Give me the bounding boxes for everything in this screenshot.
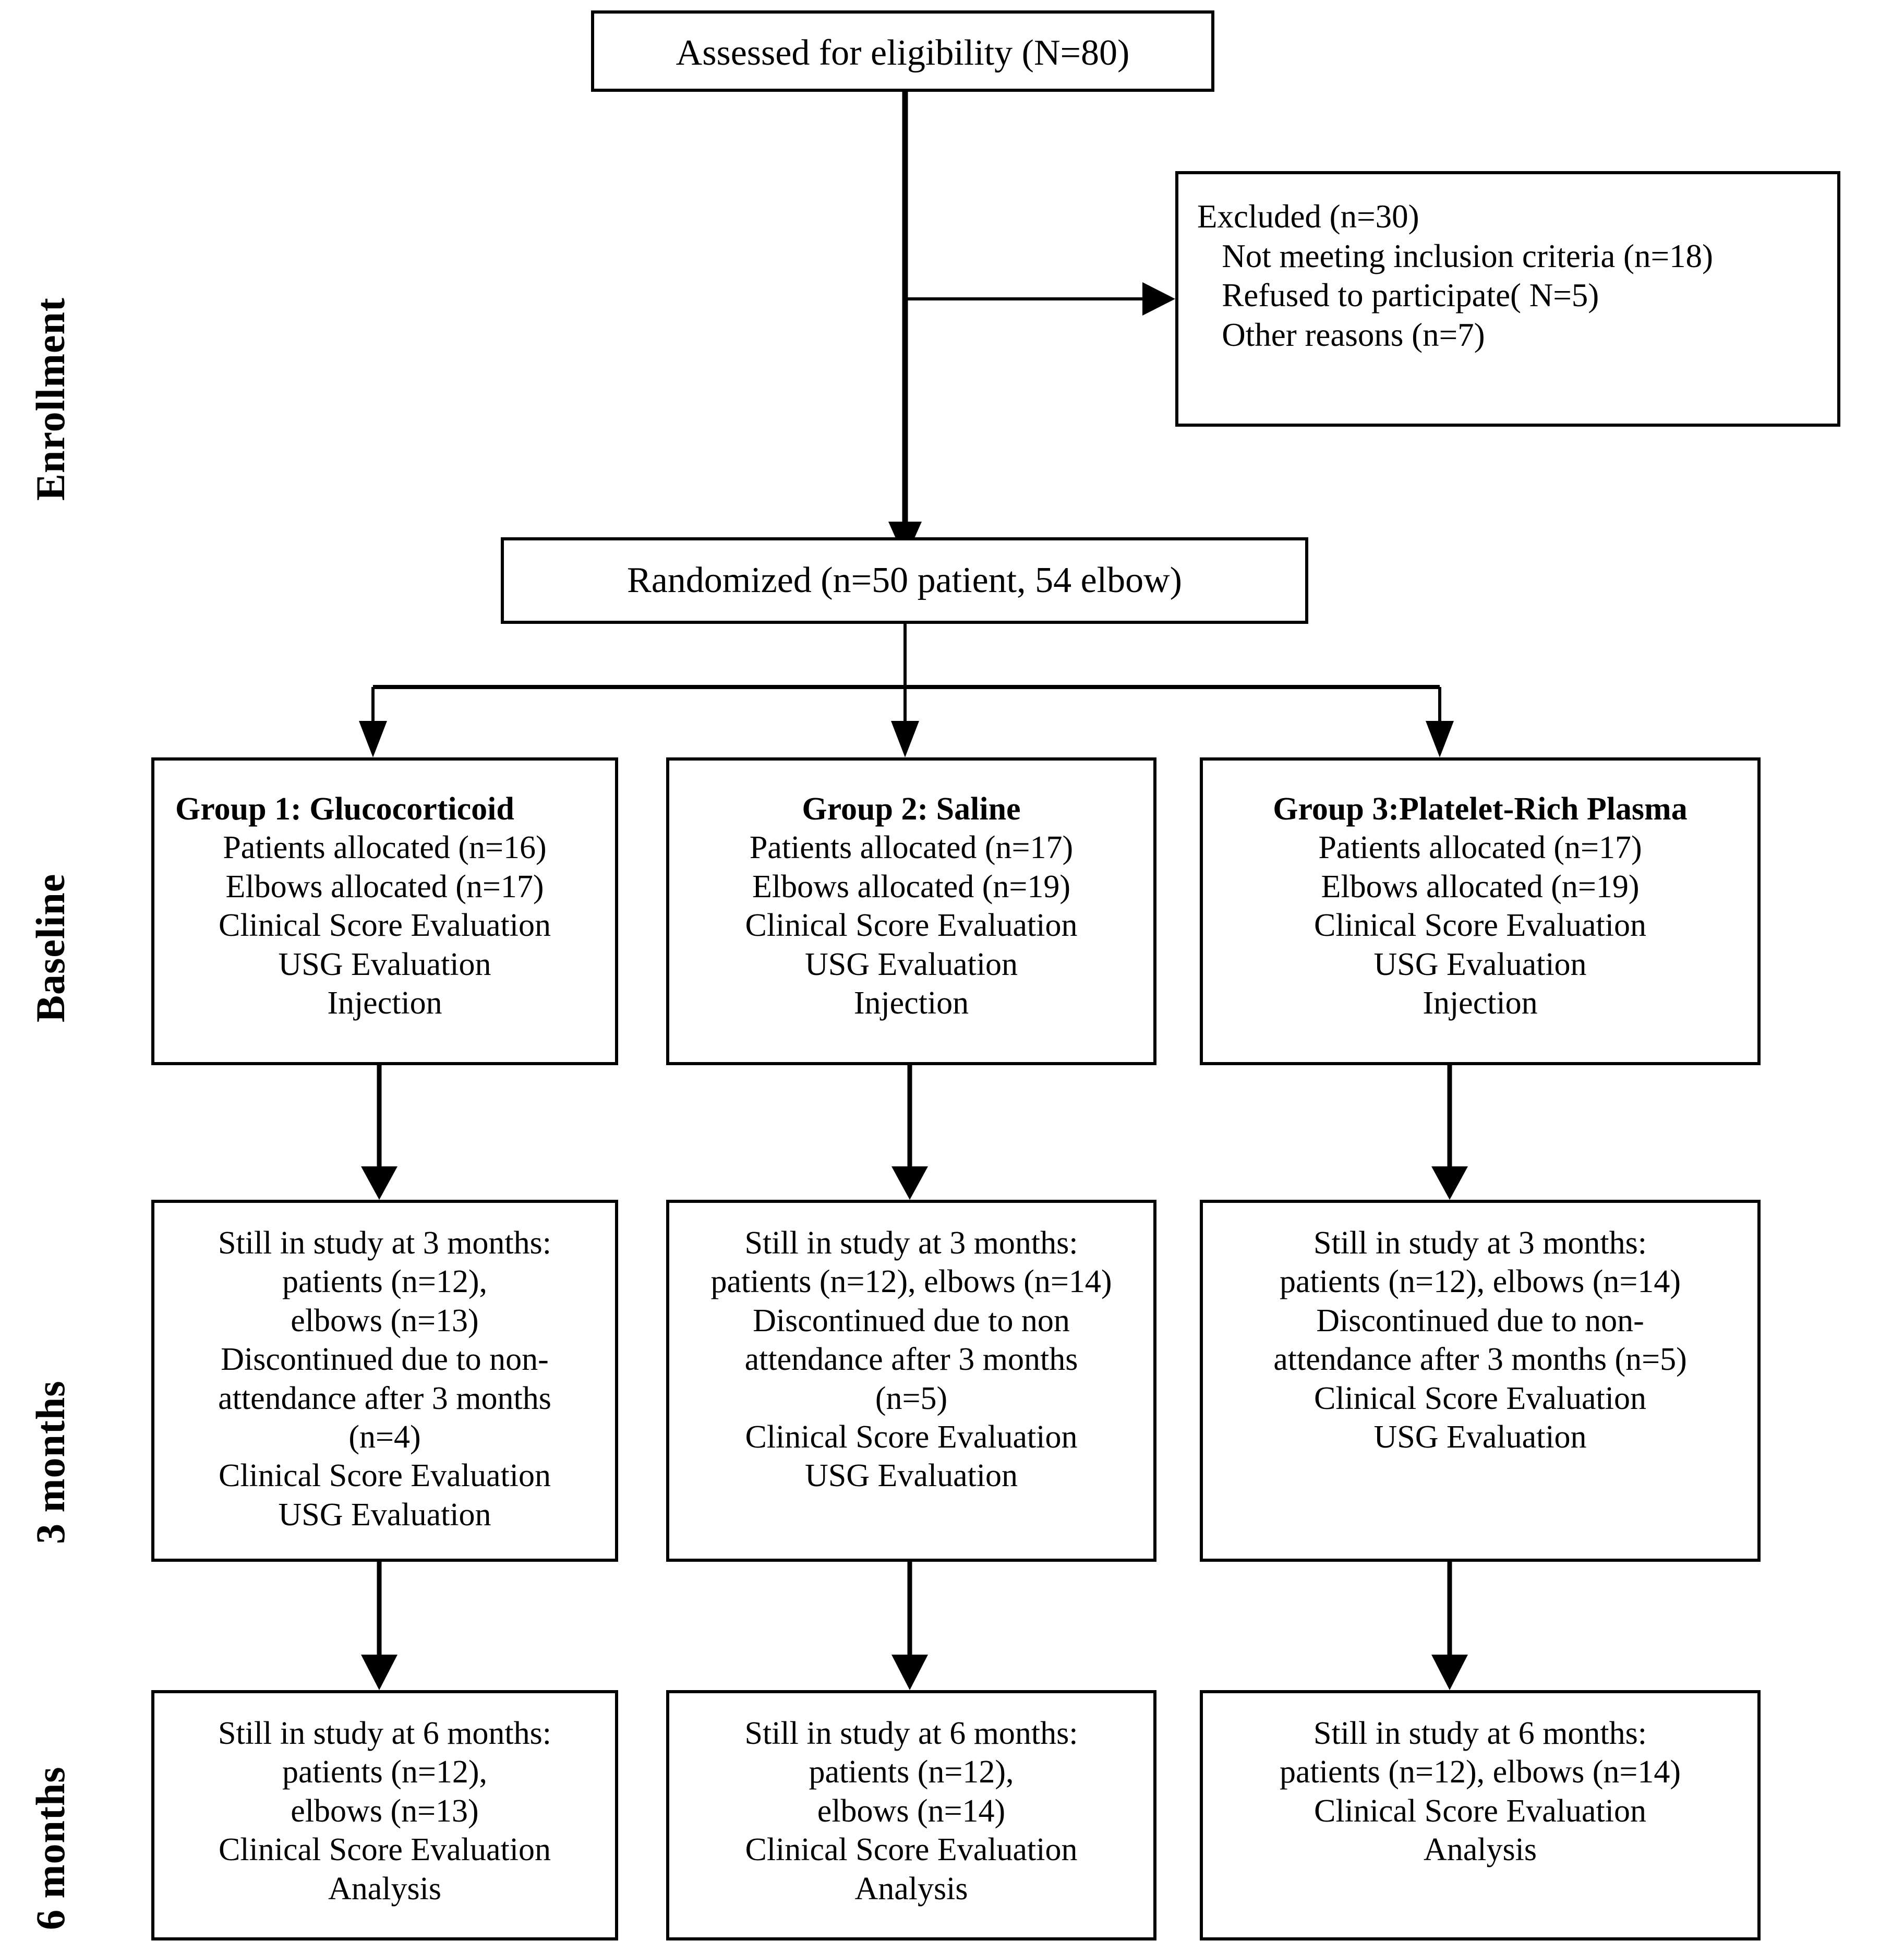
stage-label-enrollment-text: Enrollment — [28, 297, 73, 501]
node-line: Clinical Score Evaluation — [218, 908, 551, 944]
node-line: Refused to participate( N=5) — [1197, 277, 1599, 314]
edge-group2-month3-to-month6 — [891, 1562, 928, 1690]
node-line: Clinical Score Evaluation — [218, 1832, 551, 1868]
node-line: Analysis — [328, 1871, 441, 1907]
stage-label-3-months: 3 months — [27, 1380, 74, 1544]
node-line: Clinical Score Evaluation — [745, 1419, 1078, 1455]
stage-label-6-months-text: 6 months — [28, 1766, 73, 1930]
node-line: USG Evaluation — [804, 1458, 1018, 1494]
node-line: Clinical Score Evaluation — [1313, 1793, 1647, 1829]
node-line: Still in study at 3 months: — [218, 1225, 551, 1261]
node-line: attendance after 3 months (n=5) — [1273, 1342, 1687, 1378]
node-group2-month3: Still in study at 3 months: patients (n=… — [666, 1200, 1156, 1562]
node-group2-month6: Still in study at 6 months: patients (n=… — [666, 1690, 1156, 1940]
node-line: USG Evaluation — [1373, 946, 1587, 982]
node-title: Group 3:Platelet-Rich Plasma — [1273, 791, 1688, 827]
stage-label-enrollment: Enrollment — [27, 297, 74, 501]
node-line: patients (n=12), — [809, 1754, 1014, 1790]
node-line: elbows (n=13) — [291, 1793, 479, 1829]
node-line: Assessed for eligibility (N=80) — [676, 33, 1130, 73]
edge-group3-month3-to-month6 — [1431, 1562, 1468, 1690]
node-line: Clinical Score Evaluation — [745, 1832, 1078, 1868]
node-line: Elbows allocated (n=17) — [225, 869, 544, 905]
node-line: Excluded (n=30) — [1197, 198, 1419, 235]
stage-label-baseline-text: Baseline — [28, 873, 73, 1022]
node-line: patients (n=12), elbows (n=14) — [1279, 1264, 1681, 1300]
node-line: Still in study at 3 months: — [1313, 1225, 1647, 1261]
node-line: Clinical Score Evaluation — [1313, 908, 1647, 944]
node-line: (n=4) — [348, 1419, 421, 1455]
node-line: Still in study at 6 months: — [1313, 1716, 1647, 1751]
node-line: Discontinued due to non- — [1316, 1303, 1644, 1339]
node-line: attendance after 3 months — [218, 1380, 551, 1416]
edge-group2-baseline-to-month3 — [891, 1065, 928, 1200]
node-title: Group 1: Glucocorticoid — [175, 791, 514, 827]
node-line: Analysis — [1424, 1832, 1537, 1868]
node-group1-month6: Still in study at 6 months: patients (n=… — [151, 1690, 618, 1940]
node-group3-baseline: Group 3:Platelet-Rich Plasma Patients al… — [1200, 757, 1761, 1065]
node-line: patients (n=12), — [282, 1264, 488, 1300]
node-line: Injection — [1423, 985, 1538, 1021]
node-line: Patients allocated (n=17) — [1318, 830, 1642, 866]
node-line: elbows (n=13) — [291, 1303, 479, 1339]
node-line: USG Evaluation — [278, 1497, 491, 1533]
node-randomized: Randomized (n=50 patient, 54 elbow) — [501, 537, 1308, 624]
node-line: Clinical Score Evaluation — [1313, 1380, 1647, 1416]
node-line: Elbows allocated (n=19) — [752, 869, 1070, 905]
node-line: Injection — [327, 985, 442, 1021]
edge-group1-month3-to-month6 — [361, 1562, 397, 1690]
node-group1-month3: Still in study at 3 months: patients (n=… — [151, 1200, 618, 1562]
node-title: Group 2: Saline — [802, 791, 1021, 827]
node-group3-month3: Still in study at 3 months: patients (n=… — [1200, 1200, 1761, 1562]
node-line: Discontinued due to non — [753, 1303, 1070, 1339]
node-line: (n=5) — [875, 1380, 948, 1416]
node-line: Elbows allocated (n=19) — [1321, 869, 1640, 905]
node-line: USG Evaluation — [804, 946, 1018, 982]
node-group3-month6: Still in study at 6 months: patients (n=… — [1200, 1690, 1761, 1940]
stage-label-baseline: Baseline — [27, 874, 74, 1022]
node-line: Clinical Score Evaluation — [218, 1458, 551, 1494]
node-excluded: Excluded (n=30) Not meeting inclusion cr… — [1175, 171, 1840, 427]
node-line: attendance after 3 months — [744, 1342, 1078, 1378]
node-line: patients (n=12), — [282, 1754, 488, 1790]
edge-group1-baseline-to-month3 — [361, 1065, 397, 1200]
node-line: Discontinued due to non- — [221, 1342, 549, 1378]
node-line: Not meeting inclusion criteria (n=18) — [1197, 237, 1714, 274]
node-line: patients (n=12), elbows (n=14) — [1279, 1754, 1681, 1790]
node-assessed-for-eligibility: Assessed for eligibility (N=80) — [591, 10, 1214, 92]
node-line: Clinical Score Evaluation — [745, 908, 1078, 944]
stage-label-3-months-text: 3 months — [28, 1380, 73, 1544]
node-line: Still in study at 3 months: — [744, 1225, 1078, 1261]
node-line: Patients allocated (n=17) — [749, 830, 1074, 866]
edge-group3-baseline-to-month3 — [1431, 1065, 1468, 1200]
node-line: USG Evaluation — [1373, 1419, 1587, 1455]
stage-label-6-months: 6 months — [27, 1766, 74, 1930]
node-line: Randomized (n=50 patient, 54 elbow) — [627, 560, 1182, 600]
node-line: Still in study at 6 months: — [744, 1716, 1078, 1751]
node-line: elbows (n=14) — [817, 1793, 1006, 1829]
node-line: Still in study at 6 months: — [218, 1716, 551, 1751]
node-line: Patients allocated (n=16) — [223, 830, 547, 866]
node-line: Injection — [853, 985, 969, 1021]
node-line: patients (n=12), elbows (n=14) — [710, 1264, 1112, 1300]
node-line: Other reasons (n=7) — [1197, 316, 1485, 353]
edge-assessed-to-excluded — [905, 282, 1175, 316]
edge-assessed-to-randomized — [888, 92, 922, 559]
edge-randomized-split — [359, 624, 1454, 757]
node-group1-baseline: Group 1: Glucocorticoid Patients allocat… — [151, 757, 618, 1065]
node-group2-baseline: Group 2: Saline Patients allocated (n=17… — [666, 757, 1156, 1065]
node-line: Analysis — [854, 1871, 968, 1907]
node-line: USG Evaluation — [278, 946, 491, 982]
